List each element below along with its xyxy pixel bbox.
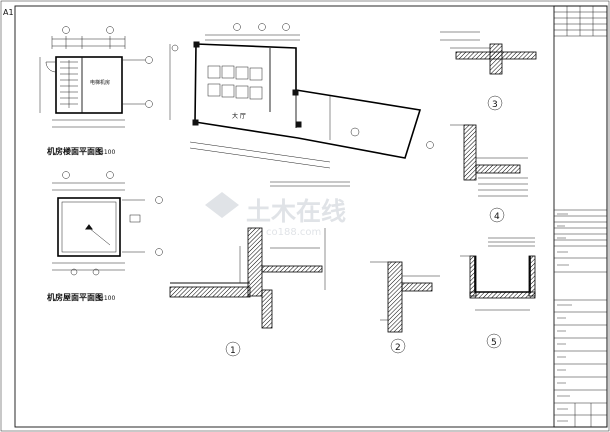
main-plan-room-label: 大 厅 bbox=[232, 112, 246, 120]
watermark-logo-text: 土木在线 bbox=[246, 197, 346, 226]
title-block bbox=[553, 5, 608, 428]
detail-4-label: 4 bbox=[494, 212, 500, 222]
detail-1-label: 1 bbox=[230, 346, 236, 356]
detail-1: 1 bbox=[169, 227, 326, 357]
watermark-site: co188.com bbox=[266, 227, 321, 238]
detail-5: 5 bbox=[460, 237, 536, 349]
main-hall-plan: 大 厅 bbox=[169, 23, 434, 187]
floor-plan-room-label: 电梯机房 bbox=[90, 79, 110, 86]
sheet-size-label: A1 bbox=[3, 8, 14, 17]
detail-3: 3 bbox=[440, 31, 537, 111]
machine-room-floor-plan: 电梯机房 机房楼面平面图 1:100 bbox=[39, 26, 153, 156]
roof-plan-scale: 1:100 bbox=[98, 295, 115, 302]
detail-5-label: 5 bbox=[491, 338, 497, 348]
detail-2-label: 2 bbox=[395, 343, 401, 353]
detail-3-label: 3 bbox=[492, 100, 498, 110]
watermark: 土木在线 co188.com bbox=[205, 192, 346, 238]
floor-plan-scale: 1:100 bbox=[98, 149, 115, 156]
floor-plan-title: 机房楼面平面图 bbox=[47, 146, 103, 156]
detail-4: 4 bbox=[450, 124, 528, 223]
machine-room-roof-plan: 机房屋面平面图 1:100 bbox=[47, 171, 163, 302]
watermark-logo-icon bbox=[205, 192, 239, 218]
detail-2: 2 bbox=[370, 261, 440, 354]
roof-plan-title: 机房屋面平面图 bbox=[47, 292, 103, 302]
